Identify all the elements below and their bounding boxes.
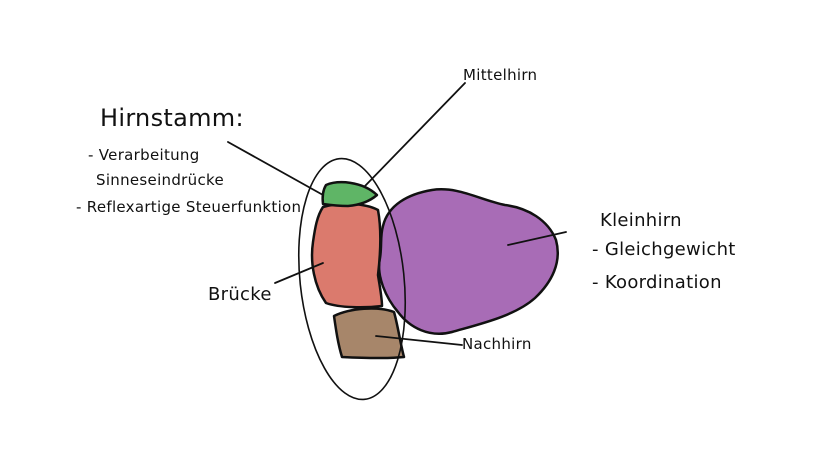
kleinhirn-item-coordination: - Koordination bbox=[592, 272, 722, 293]
hirnstamm-item-reflex: - Reflexartige Steuerfunktion bbox=[76, 198, 302, 216]
bruecke-label: Brücke bbox=[208, 284, 272, 305]
kleinhirn-label: Kleinhirn bbox=[600, 210, 682, 231]
nachhirn-label: Nachhirn bbox=[462, 335, 532, 353]
cerebellum-shape bbox=[377, 188, 559, 335]
kleinhirn-pointer-line bbox=[507, 231, 567, 246]
kleinhirn-item-balance: - Gleichgewicht bbox=[592, 239, 736, 260]
medulla-shape bbox=[332, 307, 406, 360]
mittelhirn-label: Mittelhirn bbox=[463, 66, 538, 84]
brainstem-ellipse bbox=[297, 157, 407, 401]
hirnstamm-pointer-line bbox=[227, 141, 324, 196]
hirnstamm-item-sensory: Sinneseindrücke bbox=[96, 171, 224, 189]
hirnstamm-item-processing: - Verarbeitung bbox=[88, 146, 200, 164]
nachhirn-pointer-line bbox=[375, 335, 463, 346]
pons-shape bbox=[310, 202, 384, 309]
mittelhirn-pointer-line bbox=[364, 82, 466, 187]
bruecke-pointer-line bbox=[274, 262, 324, 284]
hirnstamm-title: Hirnstamm: bbox=[100, 104, 244, 132]
midbrain-shape bbox=[321, 181, 379, 208]
